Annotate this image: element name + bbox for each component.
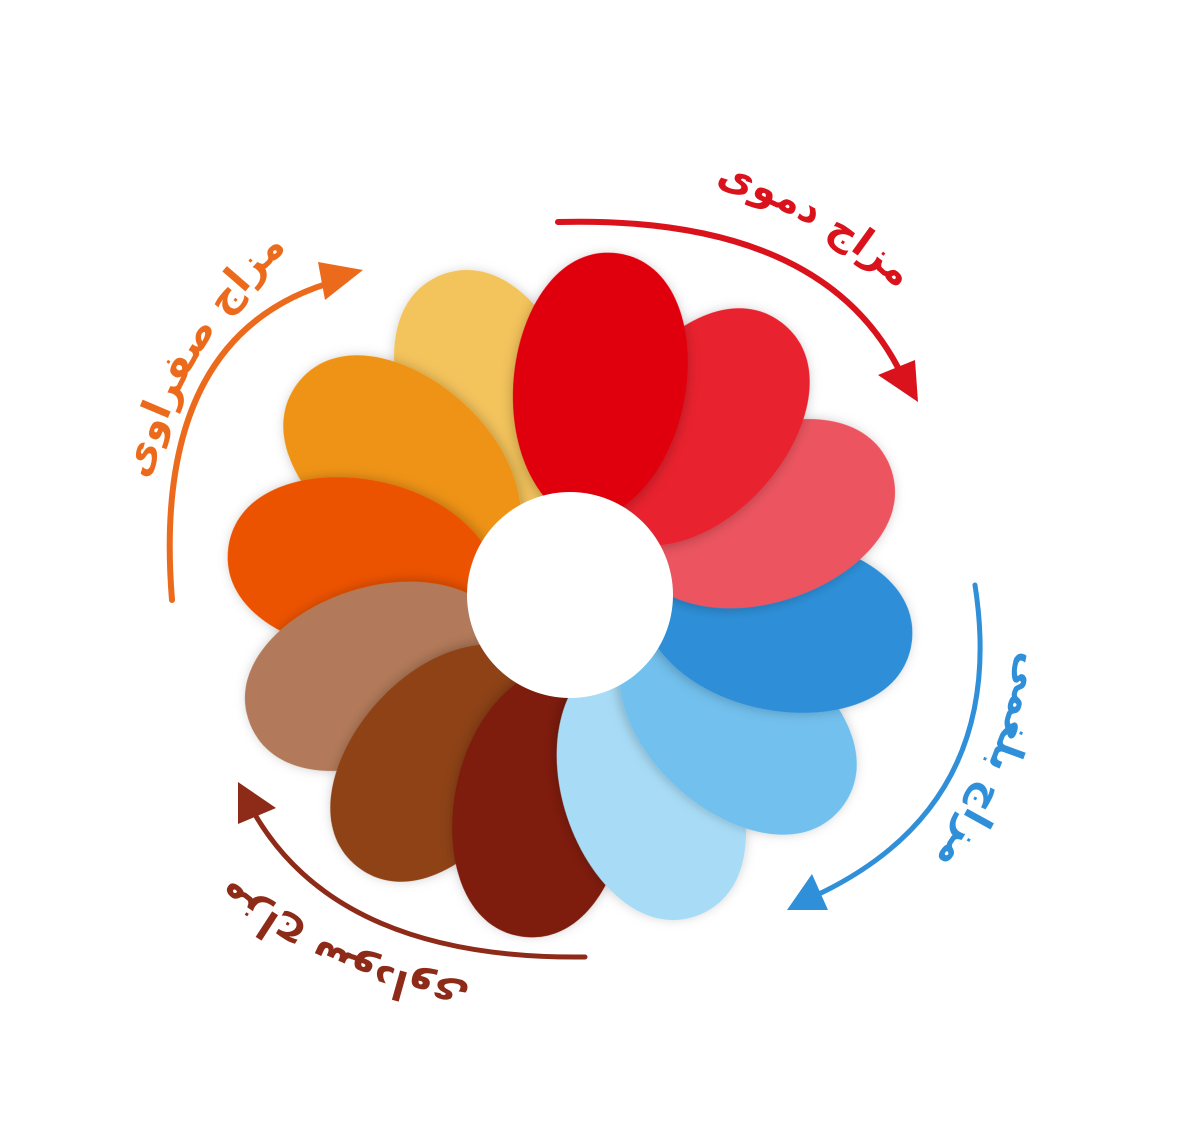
label-safrawi: مزاج صفراوی bbox=[113, 222, 294, 482]
petal-damawi-0 bbox=[512, 252, 688, 526]
label-balghami: مزاج بلغمی bbox=[927, 649, 1055, 880]
label-damawi: مزاج دموی bbox=[712, 150, 923, 297]
arrow-sawdawi bbox=[238, 782, 588, 960]
arrow-balghami-head bbox=[787, 874, 828, 910]
flower-center bbox=[467, 492, 673, 698]
arrow-damawi-arc bbox=[555, 218, 908, 385]
arrow-safrawi-arc bbox=[166, 277, 343, 603]
arrow-sawdawi-head bbox=[238, 782, 276, 824]
arrow-sawdawi-arc bbox=[245, 799, 588, 960]
arrow-damawi-head bbox=[878, 360, 918, 402]
petal-group bbox=[227, 252, 913, 938]
label-sawdawi: مزاج سوداوی bbox=[207, 872, 472, 1021]
arrow-safrawi-head bbox=[318, 262, 363, 300]
arrow-damawi bbox=[555, 218, 918, 402]
arrow-balghami-arc bbox=[803, 582, 983, 903]
arrow-balghami bbox=[787, 582, 983, 910]
arrow-safrawi bbox=[166, 262, 363, 603]
